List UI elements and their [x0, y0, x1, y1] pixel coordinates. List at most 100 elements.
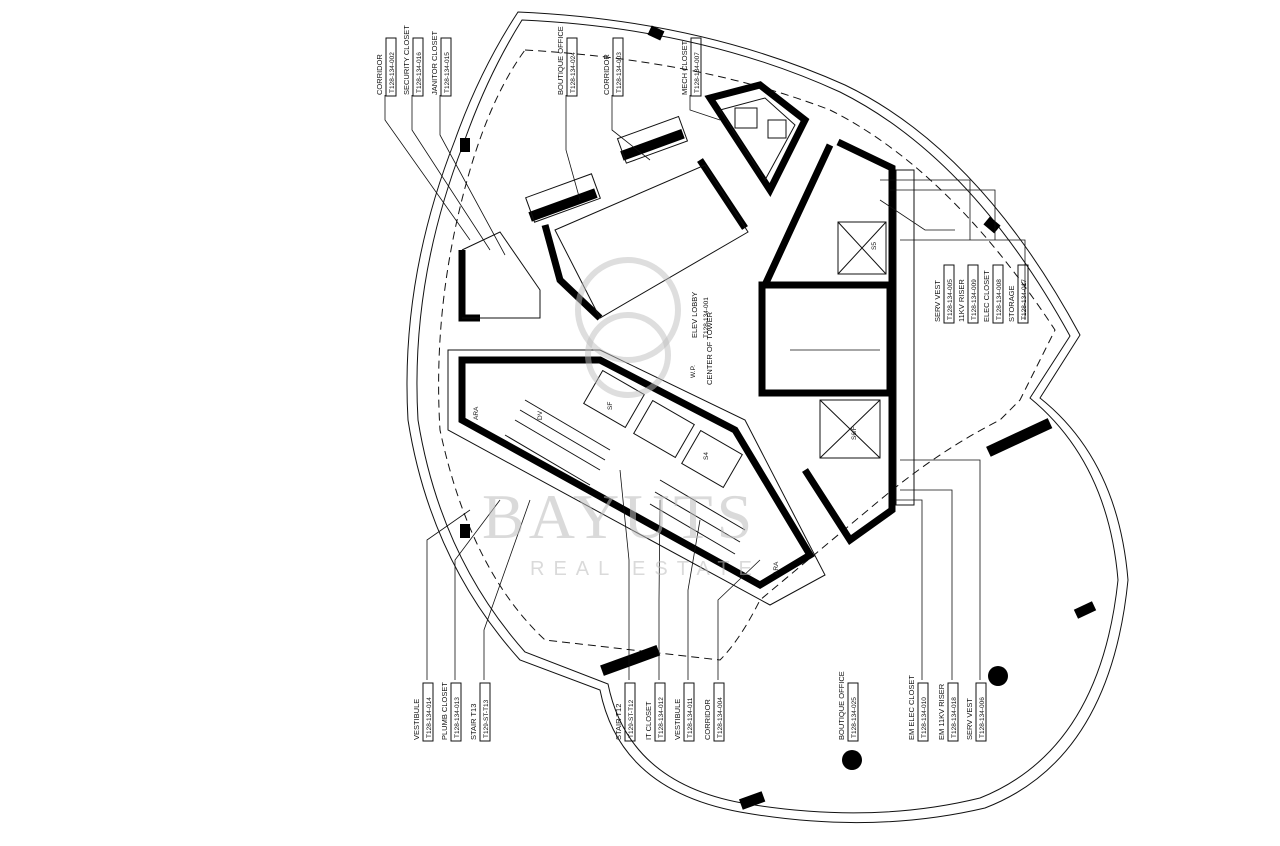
ara-tag: ARA	[473, 406, 480, 420]
east-service-strip	[895, 169, 915, 506]
column	[1073, 601, 1097, 619]
stair-t12-run-1	[659, 479, 746, 531]
tag-code: T128-134-024	[570, 52, 577, 93]
sw-lift-3	[681, 429, 743, 489]
leader	[900, 459, 981, 680]
stair-t12-run-2	[654, 491, 741, 543]
tag-name: EM ELEC CLOSET	[907, 675, 916, 740]
leader	[411, 95, 491, 251]
center-of-tower-tag: CENTER OF TOWER	[705, 311, 714, 385]
leader	[900, 489, 953, 680]
leader	[880, 179, 971, 240]
slab-edge-dashed	[438, 49, 1056, 661]
leader	[611, 95, 651, 161]
lift-tag: S4	[703, 452, 710, 460]
tag-code-box	[612, 37, 624, 97]
room-tags: CORRIDOR T128-134-002 SECURITY CLOSET T1…	[375, 25, 1029, 742]
tag-name: MECH CLOSET	[680, 40, 689, 95]
tag-name: STAIR T12	[614, 704, 623, 740]
west-closet-outline	[461, 231, 541, 319]
tag-code: T128-134-003	[616, 52, 623, 93]
core-mech-block	[704, 81, 810, 198]
tag-name: JANITOR CLOSET	[430, 31, 439, 95]
tag-stair-t12: STAIR T12 T129-ST-T12	[614, 682, 636, 742]
lift-shaft-lower	[819, 399, 881, 459]
tag-em-11kv-riser: EM 11KV RISER T128-134-018	[937, 682, 959, 742]
core-east-block	[758, 138, 915, 545]
tag-name: ELEC CLOSET	[982, 270, 991, 322]
tag-code: T128-134-012	[658, 697, 665, 738]
leader	[439, 95, 506, 256]
lift-tag: SF	[607, 402, 614, 410]
tag-code: T128-134-025	[851, 697, 858, 738]
tag-code-box	[713, 682, 725, 742]
ara-tag: ARA	[773, 561, 780, 575]
tag-plumb-closet: PLUMB CLOSET T128-134-013	[440, 682, 462, 742]
core-north-wing	[525, 115, 749, 321]
mech-inner	[719, 97, 796, 181]
tag-code: T128-134-010	[921, 697, 928, 738]
central-shaft	[758, 281, 894, 397]
watermark-brand: BAYUTS	[482, 481, 756, 552]
dv-tag: DV	[537, 410, 544, 420]
lift-shaft-lower-x	[819, 399, 881, 459]
column	[983, 216, 1001, 234]
column	[647, 25, 665, 41]
tag-storage: STORAGE T128-134-017	[1007, 264, 1029, 324]
tag-name: CORRIDOR	[602, 54, 611, 95]
tag-code: T128-134-018	[951, 697, 958, 738]
tag-code-box	[566, 37, 578, 97]
tag-code-box	[967, 264, 979, 324]
tag-name: VESTIBULE	[673, 699, 682, 740]
sw-lift-1	[583, 369, 645, 429]
lobby-wall-b	[620, 129, 685, 161]
tag-code-box	[943, 264, 955, 324]
stair-t13-run-3	[524, 399, 611, 451]
core-center-labels: ELEV LOBBY T128-134-001 CENTER OF TOWER …	[690, 292, 714, 385]
tag-serv-vest-005: SERV VEST T128-134-005	[933, 264, 955, 324]
tag-code-box	[683, 682, 695, 742]
inner-facade-line	[416, 19, 1119, 814]
stair-t13-run-2	[519, 409, 606, 461]
tag-code: T128-134-016	[416, 52, 423, 93]
tag-name: IT CLOSET	[644, 701, 653, 740]
tag-code: T128-134-014	[426, 697, 433, 738]
sw-lift-2	[633, 399, 695, 459]
core-north-wall-right	[697, 158, 748, 230]
elevator-bank-b	[616, 115, 689, 164]
tag-serv-vest-006: SERV VEST T128-134-006	[965, 682, 987, 742]
tag-code-box	[992, 264, 1004, 324]
tag-name: STAIR T13	[469, 704, 478, 740]
lift-tag: S6/F	[851, 426, 858, 440]
tag-name: 11KV RISER	[957, 279, 966, 322]
core-north-wall-left	[541, 224, 603, 321]
east-block-wall	[802, 138, 896, 545]
leader	[454, 499, 501, 680]
lift-tag: S5	[871, 242, 878, 250]
tag-code: T129-ST-T12	[628, 699, 635, 738]
tag-it-closet: IT CLOSET T128-134-012	[644, 682, 666, 742]
tag-code-box	[440, 37, 452, 97]
tag-name: SECURITY CLOSET	[402, 25, 411, 95]
tag-name: BOUTIQUE OFFICE	[837, 671, 846, 740]
tag-corridor-004: CORRIDOR T128-134-004	[703, 682, 725, 742]
tag-code: T128-134-002	[389, 52, 396, 93]
tag-code: T129-ST-T13	[483, 699, 490, 738]
tag-code-box	[624, 682, 636, 742]
column	[739, 791, 766, 810]
tag-em-elec-closet: EM ELEC CLOSET T128-134-010	[907, 675, 929, 742]
stair-t12	[649, 479, 746, 555]
leader	[900, 239, 1026, 320]
leader	[879, 199, 955, 231]
mech-box-1	[734, 107, 758, 129]
tag-code-box	[422, 682, 434, 742]
lift-shaft-upper	[837, 221, 887, 275]
watermark-logo-ring	[585, 312, 671, 398]
tag-code: T128-134-007	[694, 52, 701, 93]
tag-code: T128-134-015	[444, 52, 451, 93]
tag-security-closet: SECURITY CLOSET T128-134-016	[402, 25, 424, 97]
tag-code: T128-134-008	[996, 279, 1003, 320]
column-round	[988, 666, 1008, 686]
center-of-tower-text: CENTER OF TOWER	[705, 311, 714, 385]
